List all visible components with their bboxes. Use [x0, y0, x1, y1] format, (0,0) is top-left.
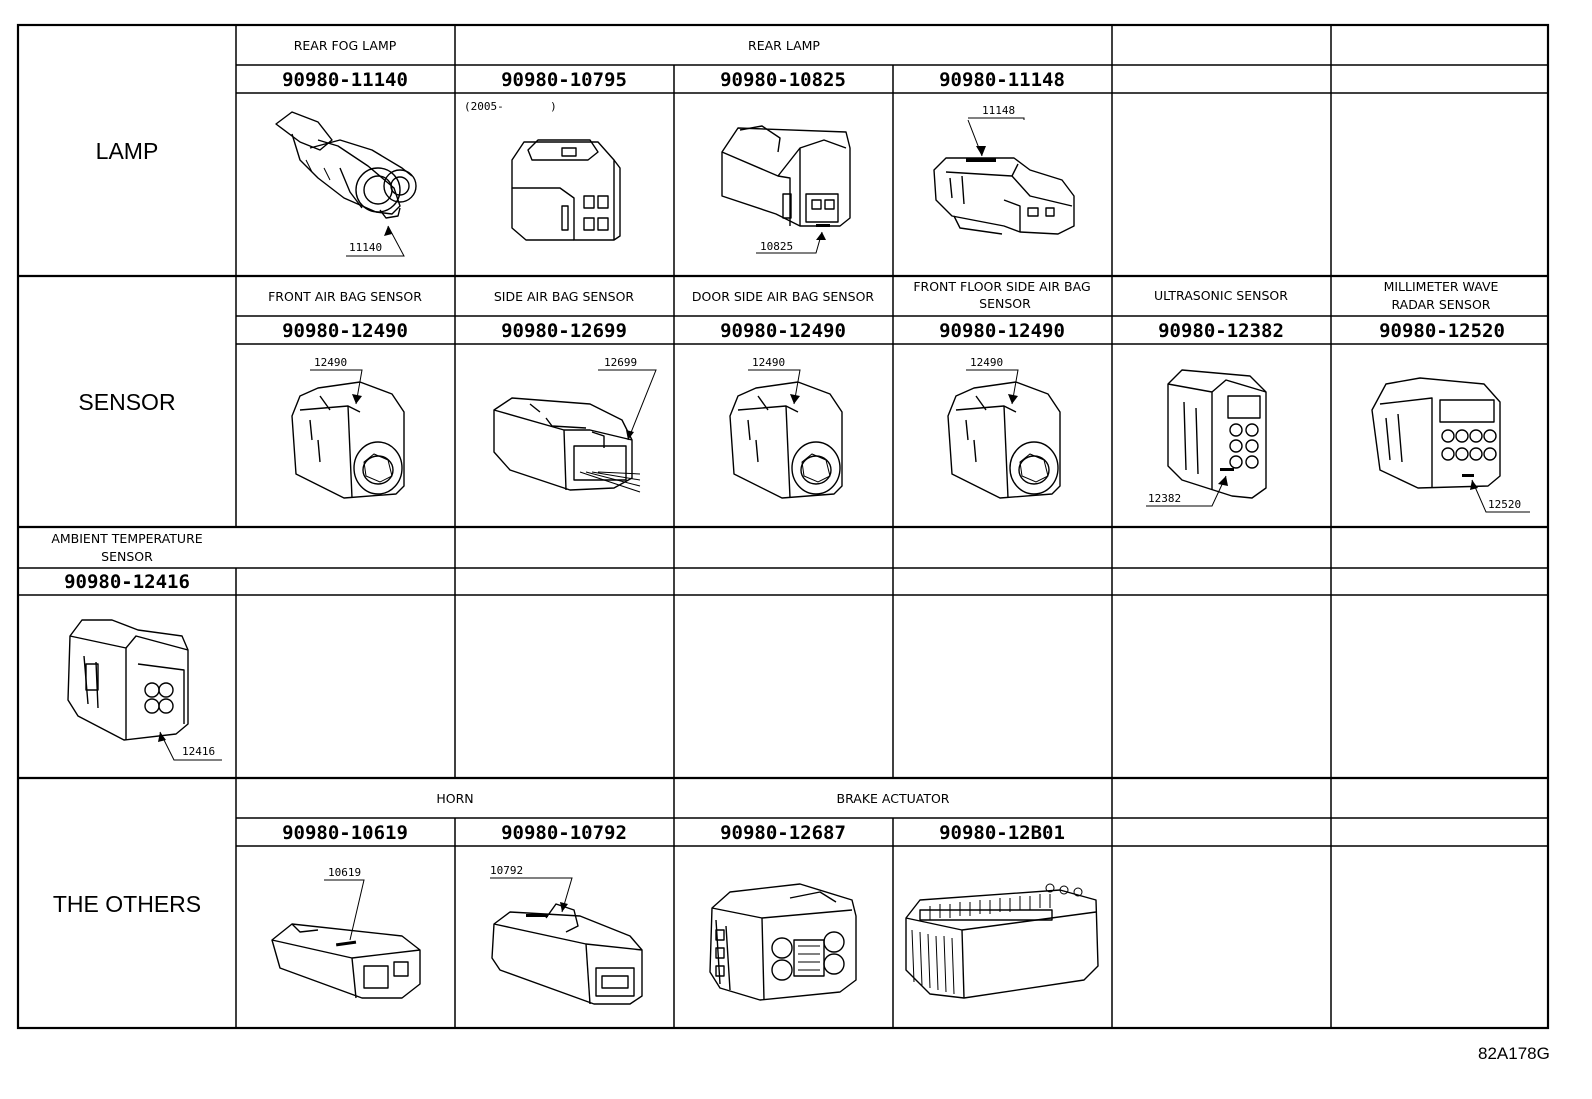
header-ambient-sensor: SENSOR	[101, 549, 153, 564]
section-label-others: THE OTHERS	[53, 891, 201, 917]
header-horn: HORN	[436, 791, 473, 806]
connector-10792-drawing	[490, 877, 643, 1005]
header-rear-lamp: REAR LAMP	[748, 38, 820, 53]
callout-label: 12490	[314, 356, 347, 369]
connector-12687-drawing	[709, 883, 857, 1001]
date-note: (2005- )	[464, 100, 557, 113]
connector-11148-drawing	[933, 117, 1075, 235]
connector-10619-drawing	[271, 879, 421, 999]
part-number: 90980-12B01	[939, 822, 1065, 844]
connector-10795-drawing	[511, 139, 621, 241]
connector-12B01-drawing	[905, 883, 1099, 999]
header-millimeter-wave: MILLIMETER WAVE	[1384, 279, 1499, 294]
table-grid	[16, 23, 1550, 1030]
part-number: 90980-12687	[720, 822, 846, 844]
connector-11140-drawing	[275, 111, 417, 257]
callout-label: 10792	[490, 864, 523, 877]
callout-label: 12520	[1488, 498, 1521, 511]
part-number: 90980-12490	[939, 320, 1065, 342]
header-front-air-bag-sensor: FRONT AIR BAG SENSOR	[268, 289, 422, 304]
part-number: 90980-10825	[720, 69, 846, 91]
part-number: 90980-12382	[1158, 320, 1284, 342]
part-number: 90980-10619	[282, 822, 408, 844]
figure-id: 82A178G	[1478, 1044, 1550, 1063]
connector-12699-drawing	[493, 369, 657, 493]
header-rear-fog-lamp: REAR FOG LAMP	[294, 38, 397, 53]
header-front-floor-side-air-bag: FRONT FLOOR SIDE AIR BAG	[913, 279, 1090, 294]
callout-label: 12699	[604, 356, 637, 369]
section-label-sensor: SENSOR	[78, 389, 175, 415]
header-ambient-temperature: AMBIENT TEMPERATURE	[51, 531, 202, 546]
part-number: 90980-11140	[282, 69, 408, 91]
part-number: 90980-11148	[939, 69, 1065, 91]
part-number: 90980-12490	[282, 320, 408, 342]
header-door-side-air-bag-sensor: DOOR SIDE AIR BAG SENSOR	[692, 289, 874, 304]
header-radar-sensor: RADAR SENSOR	[1392, 297, 1491, 312]
callout-label: 12382	[1148, 492, 1181, 505]
header-front-floor-sensor: SENSOR	[979, 296, 1031, 311]
part-number: 90980-12520	[1379, 320, 1505, 342]
callout-label: 12416	[182, 745, 215, 758]
header-brake-actuator: BRAKE ACTUATOR	[837, 791, 950, 806]
callout-label: 12490	[970, 356, 1003, 369]
callout-label: 10619	[328, 866, 361, 879]
part-number: 90980-10795	[501, 69, 627, 91]
connector-10825-drawing	[721, 125, 851, 254]
connector-12490-front-air-bag-drawing	[291, 369, 405, 499]
connector-12520-drawing	[1371, 377, 1530, 513]
part-number: 90980-12416	[64, 571, 190, 593]
connector-12490-front-floor-drawing	[947, 369, 1061, 499]
part-number: 90980-12490	[720, 320, 846, 342]
callout-label: 11148	[982, 104, 1015, 117]
header-side-air-bag-sensor: SIDE AIR BAG SENSOR	[494, 289, 635, 304]
header-ultrasonic-sensor: ULTRASONIC SENSOR	[1154, 288, 1288, 303]
connector-12490-door-side-drawing	[729, 369, 843, 499]
part-number: 90980-10792	[501, 822, 627, 844]
section-label-lamp: LAMP	[96, 138, 159, 164]
callout-label: 10825	[760, 240, 793, 253]
callout-label: 12490	[752, 356, 785, 369]
connector-12382-drawing	[1146, 369, 1267, 507]
callout-label: 11140	[349, 241, 382, 254]
part-number: 90980-12699	[501, 320, 627, 342]
connector-12416-drawing	[67, 619, 222, 761]
